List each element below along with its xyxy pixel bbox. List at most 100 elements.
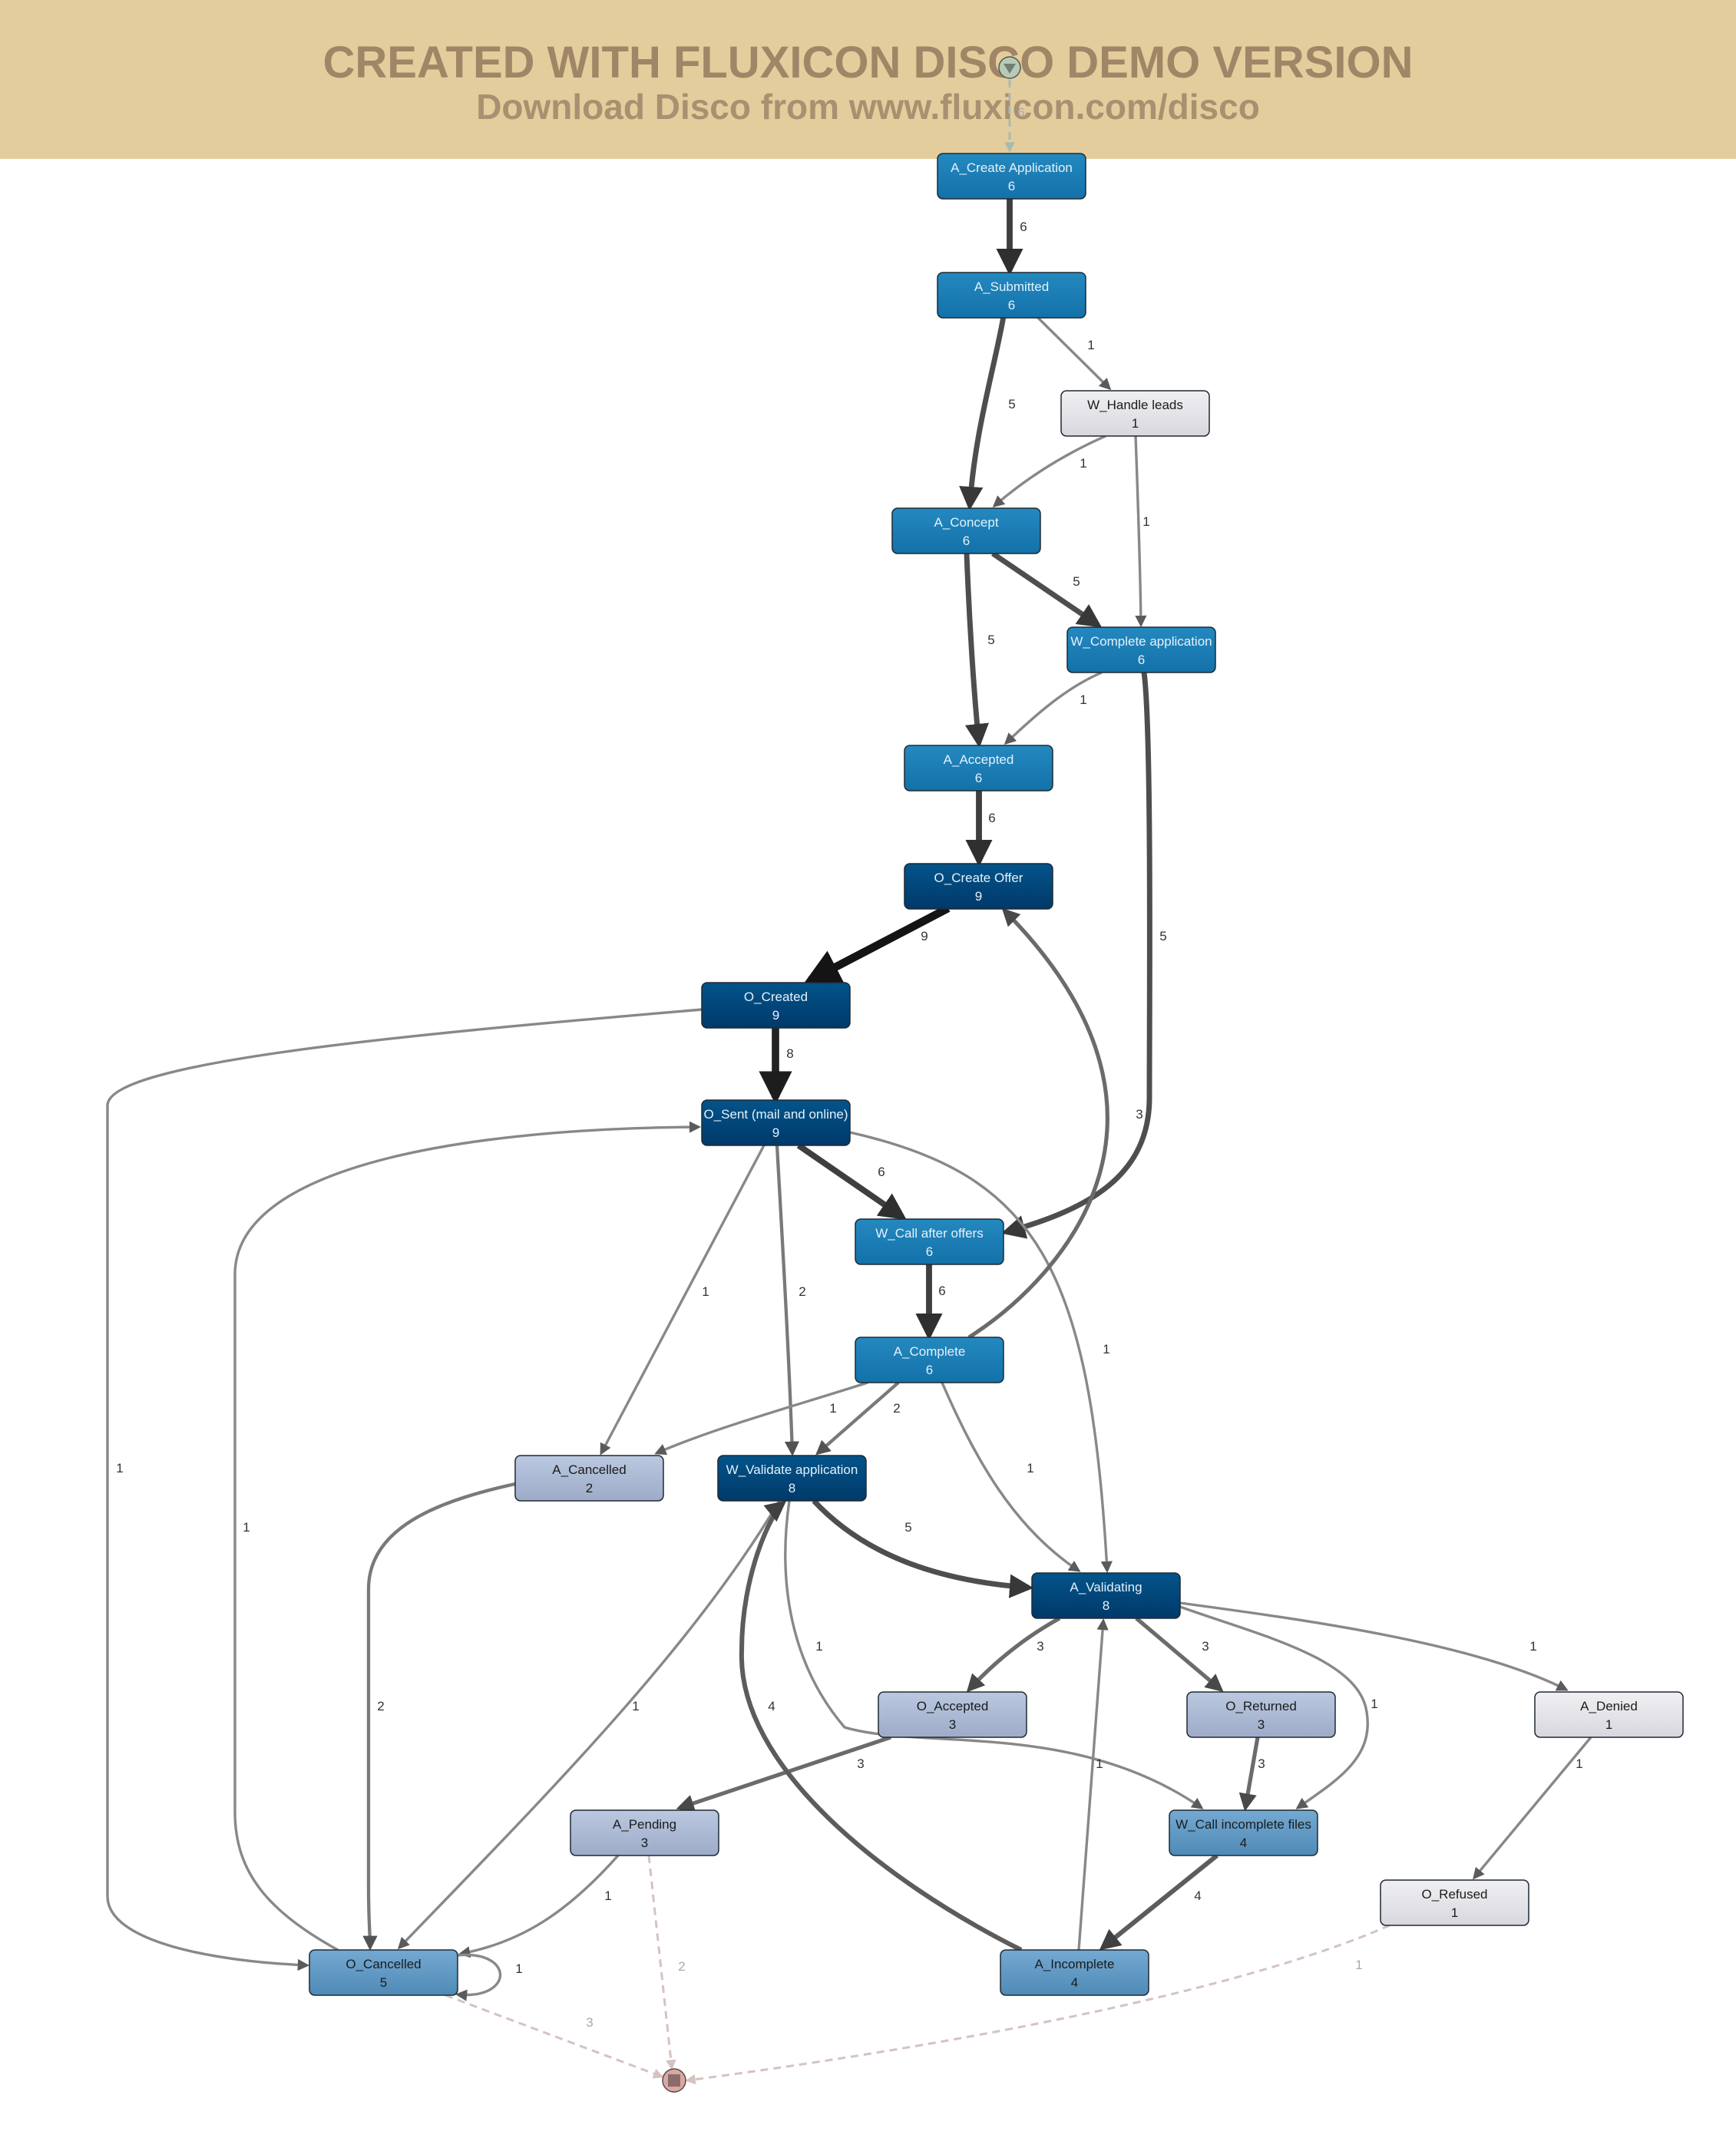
edge-path[interactable] xyxy=(739,1500,1023,1952)
edge-o-sent-to-a-cancelled[interactable]: 1 xyxy=(600,1145,765,1456)
edge-w-complete-application-to-a-accepted[interactable]: 1 xyxy=(1004,671,1103,745)
edge-w-handle-leads-to-a-concept[interactable]: 1 xyxy=(992,435,1106,507)
activity-box[interactable] xyxy=(855,1337,1004,1383)
activity-box[interactable] xyxy=(1534,1691,1684,1738)
edge-a-concept-to-w-complete-application[interactable]: 5 xyxy=(991,551,1103,628)
edge-path[interactable] xyxy=(1179,1605,1369,1809)
activity-box[interactable] xyxy=(514,1455,664,1502)
edge-a-validating-to-o-accepted[interactable]: 3 xyxy=(966,1616,1061,1693)
edge-path[interactable] xyxy=(106,1008,703,1971)
edge-o-cancelled-to-o-sent[interactable]: 1 xyxy=(233,1121,702,1951)
edge-path[interactable] xyxy=(458,1854,620,1958)
edge-path[interactable] xyxy=(1238,1737,1260,1812)
edge-a-complete-to-o-create-offer[interactable]: 3 xyxy=(967,907,1143,1340)
edge-o-refused-to-end[interactable]: 1 xyxy=(685,1924,1390,2085)
edge-w-validate-application-to-w-call-incomplete-files[interactable]: 1 xyxy=(784,1500,1204,1809)
edge-path[interactable] xyxy=(815,1381,900,1456)
edge-path[interactable] xyxy=(600,1145,765,1456)
edge-o-created-to-o-sent[interactable]: 8 xyxy=(759,1028,794,1105)
edge-path[interactable] xyxy=(1135,1617,1224,1693)
edge-path[interactable] xyxy=(1035,315,1112,391)
activity-box[interactable] xyxy=(1060,390,1210,437)
edge-w-call-after-offers-to-a-complete[interactable]: 6 xyxy=(915,1264,946,1341)
edge-path[interactable] xyxy=(1473,1736,1592,1880)
edge-path[interactable] xyxy=(455,1953,501,2001)
edge-a-incomplete-to-w-validate-application[interactable]: 4 xyxy=(739,1500,1023,1952)
edge-path[interactable] xyxy=(1179,1601,1569,1691)
activity-box[interactable] xyxy=(570,1809,719,1856)
activity-box[interactable] xyxy=(1000,1949,1149,1996)
edge-path[interactable] xyxy=(964,553,989,748)
edge-a-pending-to-end[interactable]: 2 xyxy=(647,1855,686,2070)
edge-o-created-to-o-cancelled[interactable]: 1 xyxy=(106,1008,703,1971)
start-node[interactable] xyxy=(998,56,1021,79)
edge-path[interactable] xyxy=(784,1500,1204,1809)
edge-path[interactable] xyxy=(803,904,951,984)
edge-a-denied-to-o-refused[interactable]: 1 xyxy=(1473,1736,1592,1880)
edge-w-validate-application-to-a-validating[interactable]: 5 xyxy=(812,1499,1034,1598)
activity-box[interactable] xyxy=(1169,1809,1318,1856)
edge-path[interactable] xyxy=(991,551,1103,628)
edge-path[interactable] xyxy=(966,1616,1061,1693)
edge-a-pending-to-o-cancelled[interactable]: 1 xyxy=(458,1854,620,1958)
edge-w-validate-application-to-o-cancelled[interactable]: 1 xyxy=(397,1500,781,1950)
edge-a-submitted-to-w-handle-leads[interactable]: 1 xyxy=(1035,315,1112,391)
edge-path[interactable] xyxy=(967,907,1109,1340)
edge-a-complete-to-w-validate-application[interactable]: 2 xyxy=(815,1381,901,1456)
activity-box[interactable] xyxy=(937,153,1086,200)
activity-box[interactable] xyxy=(701,982,851,1029)
activity-box[interactable] xyxy=(855,1218,1004,1265)
edge-path[interactable] xyxy=(397,1500,781,1950)
edge-path[interactable] xyxy=(796,1142,907,1220)
activity-node-o-sent[interactable]: O_Sent (mail and online)9 xyxy=(701,1099,851,1146)
edge-a-submitted-to-a-concept[interactable]: 5 xyxy=(959,316,1016,511)
edge-o-sent-to-w-call-after-offers[interactable]: 6 xyxy=(796,1142,907,1220)
edge-o-returned-to-w-call-incomplete-files[interactable]: 3 xyxy=(1238,1737,1265,1812)
activity-box[interactable] xyxy=(1186,1691,1336,1738)
edge-path[interactable] xyxy=(1099,1853,1219,1951)
edge-path[interactable] xyxy=(992,435,1106,507)
edge-path[interactable] xyxy=(849,1131,1113,1574)
edge-path[interactable] xyxy=(941,1382,1081,1572)
activity-box[interactable] xyxy=(1380,1879,1529,1926)
edge-path[interactable] xyxy=(654,1381,868,1456)
edge-path[interactable] xyxy=(775,1145,800,1456)
edge-o-cancelled-to-o-cancelled[interactable]: 1 xyxy=(455,1953,523,2001)
activity-box[interactable] xyxy=(309,1949,458,1996)
edge-path[interactable] xyxy=(445,1994,664,2079)
edge-path[interactable] xyxy=(1004,671,1103,745)
edge-o-create-offer-to-o-created[interactable]: 9 xyxy=(803,904,951,984)
edge-w-complete-application-to-w-call-after-offers[interactable]: 5 xyxy=(1000,672,1167,1239)
end-node[interactable] xyxy=(662,2068,686,2093)
activity-box[interactable] xyxy=(1031,1572,1181,1619)
edge-start-to-a-create-application[interactable]: 6 xyxy=(1004,80,1025,153)
edge-path[interactable] xyxy=(1077,1618,1109,1951)
activity-box[interactable] xyxy=(701,1099,851,1146)
activity-box[interactable] xyxy=(891,507,1041,554)
activity-box[interactable] xyxy=(904,863,1053,910)
edge-path[interactable] xyxy=(959,316,1007,511)
edge-a-validating-to-o-returned[interactable]: 3 xyxy=(1135,1617,1224,1693)
activity-box[interactable] xyxy=(937,272,1086,319)
edge-a-accepted-to-o-create-offer[interactable]: 6 xyxy=(965,791,996,867)
edge-a-create-application-to-a-submitted[interactable]: 6 xyxy=(996,199,1027,276)
edge-a-cancelled-to-o-cancelled[interactable]: 2 xyxy=(362,1482,516,1951)
activity-box[interactable] xyxy=(1066,626,1216,673)
